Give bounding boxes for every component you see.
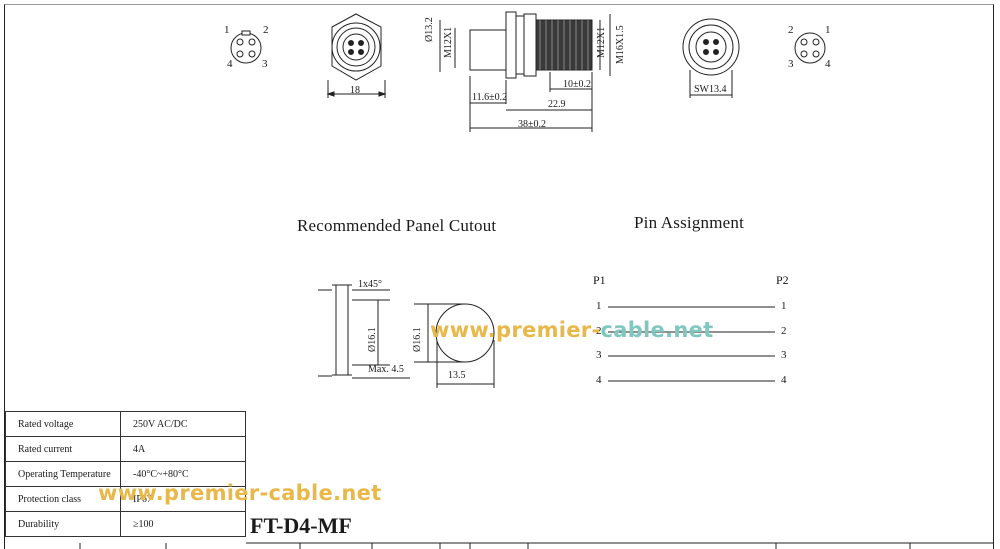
panel-cutout-section (318, 284, 410, 379)
panel-cutout-title: Recommended Panel Cutout (297, 216, 497, 235)
pin-label-3-right: 3 (788, 58, 794, 70)
spec-value: 250V AC/DC (120, 411, 246, 437)
pin-label-3-left: 3 (262, 58, 268, 70)
pin-left-4: 4 (596, 374, 602, 386)
dim-width-18: 18 (350, 85, 360, 96)
pin-wires (608, 306, 775, 382)
table-row: Rated current 4A (5, 436, 246, 462)
dim-m12-right: M12X1 (596, 26, 607, 58)
spec-label: Durability (5, 511, 121, 537)
spec-value: 4A (120, 436, 246, 462)
watermark-table: www.premier-cable.net (98, 481, 382, 505)
pin-label-1-left: 1 (224, 24, 230, 36)
front-view-hex (326, 13, 387, 98)
dim-diameter-16-a: Ø16.1 (367, 327, 378, 352)
p2-header: P2 (776, 273, 789, 287)
spec-table: Rated voltage 250V AC/DC Rated current 4… (5, 411, 246, 537)
pin-assignment-title: Pin Assignment (634, 213, 745, 232)
model-number: FT-D4-MF (250, 513, 352, 538)
table-row: Durability ≥100 (5, 511, 246, 537)
dim-m16: M16X1.5 (615, 25, 626, 64)
dim-width-13-5: 13.5 (448, 370, 466, 381)
dim-10: 10±0.2 (563, 79, 591, 90)
dim-m12-left: M12X1 (443, 26, 454, 58)
dim-chamfer: 1x45° (358, 279, 382, 290)
watermark-center: www.premier-cable.net (430, 318, 714, 342)
pin-left-3: 3 (596, 349, 602, 361)
pin-right-2: 2 (781, 325, 787, 337)
pin-label-1-right: 1 (825, 24, 831, 36)
spec-value: -40°C~+80°C (120, 461, 246, 487)
dim-diameter-13: Ø13.2 (424, 17, 435, 42)
pin-right-1: 1 (781, 300, 787, 312)
pin-label-4-right: 4 (825, 58, 831, 70)
dim-sw: SW13.4 (694, 84, 727, 95)
panel-cutout-hole (414, 303, 495, 388)
spec-label: Rated voltage (5, 411, 121, 437)
pin-right-4: 4 (781, 374, 787, 386)
pin-face-right (794, 32, 826, 64)
dim-max: Max. 4.5 (368, 364, 404, 375)
pin-right-3: 3 (781, 349, 787, 361)
spec-label: Rated current (5, 436, 121, 462)
dim-diameter-16-b: Ø16.1 (412, 327, 423, 352)
side-view (439, 11, 611, 132)
title-block-lines (79, 542, 994, 549)
pin-label-2-left: 2 (263, 24, 269, 36)
pin-left-1: 1 (596, 300, 602, 312)
drawing-frame (4, 4, 994, 549)
pin-label-2-right: 2 (788, 24, 794, 36)
pin-face-left (230, 30, 262, 64)
spec-value: ≥100 (120, 511, 246, 537)
front-view-right (682, 18, 740, 98)
pin-left-2: 2 (596, 325, 602, 337)
dim-38: 38±0.2 (518, 119, 546, 130)
pin-label-4-left: 4 (227, 58, 233, 70)
dim-22-9: 22.9 (548, 99, 566, 110)
table-row: Rated voltage 250V AC/DC (5, 411, 246, 437)
p1-header: P1 (593, 273, 606, 287)
dim-11-6: 11.6±0.2 (472, 92, 508, 103)
